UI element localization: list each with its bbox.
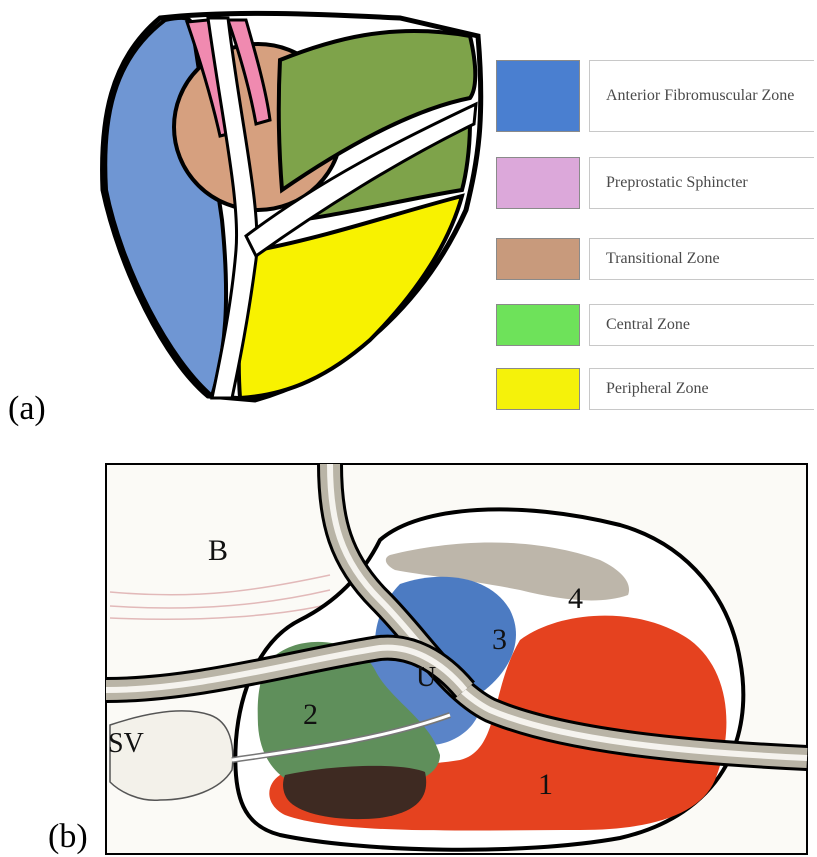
bladder-label: B [208,536,228,566]
panel-b-label: (b) [48,820,88,854]
zone-2-label: 2 [303,700,318,730]
zone-1-label: 1 [538,770,553,800]
seminal-vesicle-label: SV [108,730,144,758]
zone-4-label: 4 [568,584,583,614]
urethra-label: U [416,664,436,692]
zone-3-label: 3 [492,625,507,655]
